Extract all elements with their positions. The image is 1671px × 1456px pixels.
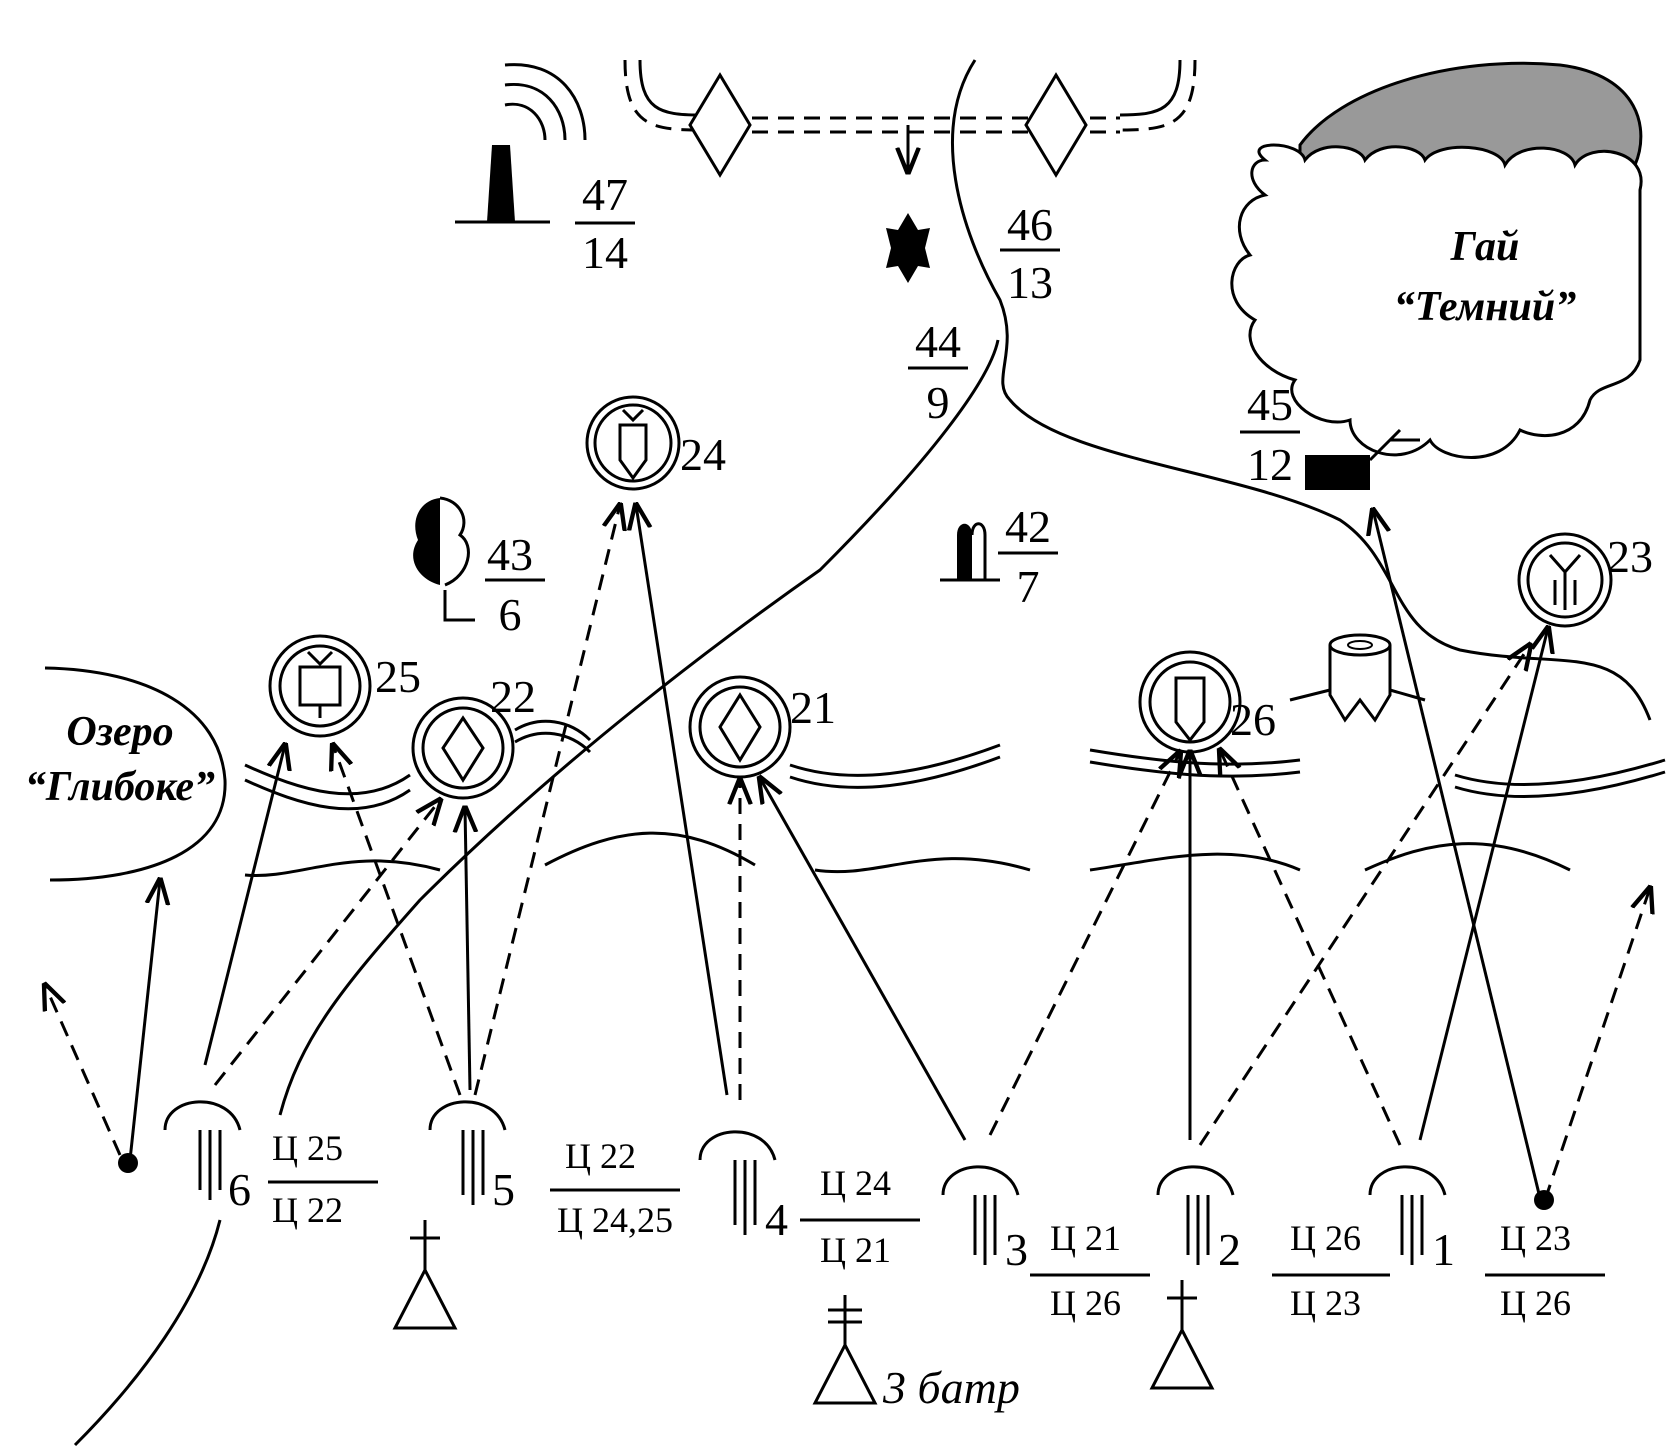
svg-text:2: 2: [1218, 1224, 1241, 1275]
gun-2: 2 Ц 26 Ц 23: [1156, 1165, 1390, 1323]
svg-text:22: 22: [490, 671, 536, 722]
svg-text:4: 4: [765, 1194, 788, 1245]
landmark-42: 42 7: [940, 501, 1058, 612]
target-24: 24: [585, 395, 726, 491]
svg-text:3: 3: [1005, 1224, 1028, 1275]
landmark-47-label: 47 14: [575, 169, 635, 278]
target-21: 21: [688, 675, 836, 779]
canal-bridge: [623, 59, 1197, 178]
stump-icon: [1289, 633, 1426, 723]
svg-text:14: 14: [582, 227, 628, 278]
gun-5: 5 Ц 22 Ц 24,25: [428, 1100, 680, 1240]
grove-temnyi: Гай “Темний”: [1230, 61, 1643, 459]
fire-lines-solid: [128, 505, 1548, 1199]
svg-text:Ц 26: Ц 26: [1500, 1283, 1571, 1323]
gun-3: 3 Ц 21 Ц 26: [941, 1165, 1150, 1323]
target-23: 23: [1517, 531, 1653, 628]
observation-point-right: [1534, 1190, 1554, 1210]
observation-point-left: [118, 1153, 138, 1173]
svg-text:26: 26: [1230, 694, 1276, 745]
gun-4: 4 Ц 24 Ц 21: [698, 1130, 920, 1270]
lake-label-2: “Глибоке”: [25, 764, 215, 810]
svg-text:Ц 23: Ц 23: [1500, 1218, 1571, 1258]
landmark-44: 44 9: [908, 316, 968, 428]
target-25: 25: [268, 634, 421, 738]
lake-label-1: Озеро: [66, 709, 173, 755]
house-icon: [1305, 455, 1370, 490]
command-post-2: [1149, 1280, 1215, 1390]
svg-text:25: 25: [375, 651, 421, 702]
svg-text:47: 47: [582, 169, 628, 220]
svg-text:Ц 21: Ц 21: [1050, 1218, 1121, 1258]
landmark-47: 47 14: [455, 63, 635, 278]
svg-text:24: 24: [680, 429, 726, 480]
cross-icon: [886, 213, 930, 283]
lake-glyboke: Озеро “Глибоке”: [25, 666, 227, 882]
svg-text:6: 6: [228, 1164, 251, 1215]
svg-text:Ц 22: Ц 22: [565, 1136, 636, 1176]
landmark-43: 43 6: [413, 496, 545, 640]
battery-label: 3 батр: [882, 1362, 1020, 1413]
svg-text:Ц 23: Ц 23: [1290, 1283, 1361, 1323]
grove-label-2: “Темний”: [1394, 284, 1577, 330]
svg-text:9: 9: [927, 377, 950, 428]
svg-text:42: 42: [1005, 501, 1051, 552]
road-network: [73, 59, 1652, 1447]
gun-6: 6 Ц 25 Ц 22: [163, 1100, 378, 1230]
svg-text:1: 1: [1432, 1224, 1455, 1275]
svg-text:5: 5: [492, 1164, 515, 1215]
svg-text:Ц 25: Ц 25: [272, 1128, 343, 1168]
target-22: 22: [411, 671, 536, 800]
svg-text:13: 13: [1007, 257, 1053, 308]
svg-text:43: 43: [487, 529, 533, 580]
svg-text:7: 7: [1017, 561, 1040, 612]
target-26: 26: [1138, 650, 1276, 754]
svg-text:Ц 26: Ц 26: [1290, 1218, 1361, 1258]
command-post-1: [392, 1220, 458, 1330]
grove-label-1: Гай: [1450, 224, 1520, 270]
svg-text:Ц 22: Ц 22: [272, 1190, 343, 1230]
landmark-45: 45 12: [1240, 379, 1420, 490]
svg-text:6: 6: [499, 589, 522, 640]
gun-1: 1 Ц 23 Ц 26: [1368, 1165, 1605, 1323]
svg-text:Ц 24: Ц 24: [820, 1163, 891, 1203]
svg-text:46: 46: [1007, 199, 1053, 250]
svg-text:23: 23: [1607, 531, 1653, 582]
svg-text:Ц 24,25: Ц 24,25: [557, 1200, 673, 1240]
svg-text:12: 12: [1247, 439, 1293, 490]
landmark-46: 46 13: [886, 199, 1060, 308]
command-post-3-battery: 3 батр: [812, 1295, 1020, 1413]
svg-text:45: 45: [1247, 379, 1293, 430]
svg-text:44: 44: [915, 316, 961, 367]
svg-text:Ц 21: Ц 21: [820, 1230, 891, 1270]
fire-lines-dashed: [45, 505, 1650, 1201]
svg-text:Ц 26: Ц 26: [1050, 1283, 1121, 1323]
svg-text:21: 21: [790, 682, 836, 733]
